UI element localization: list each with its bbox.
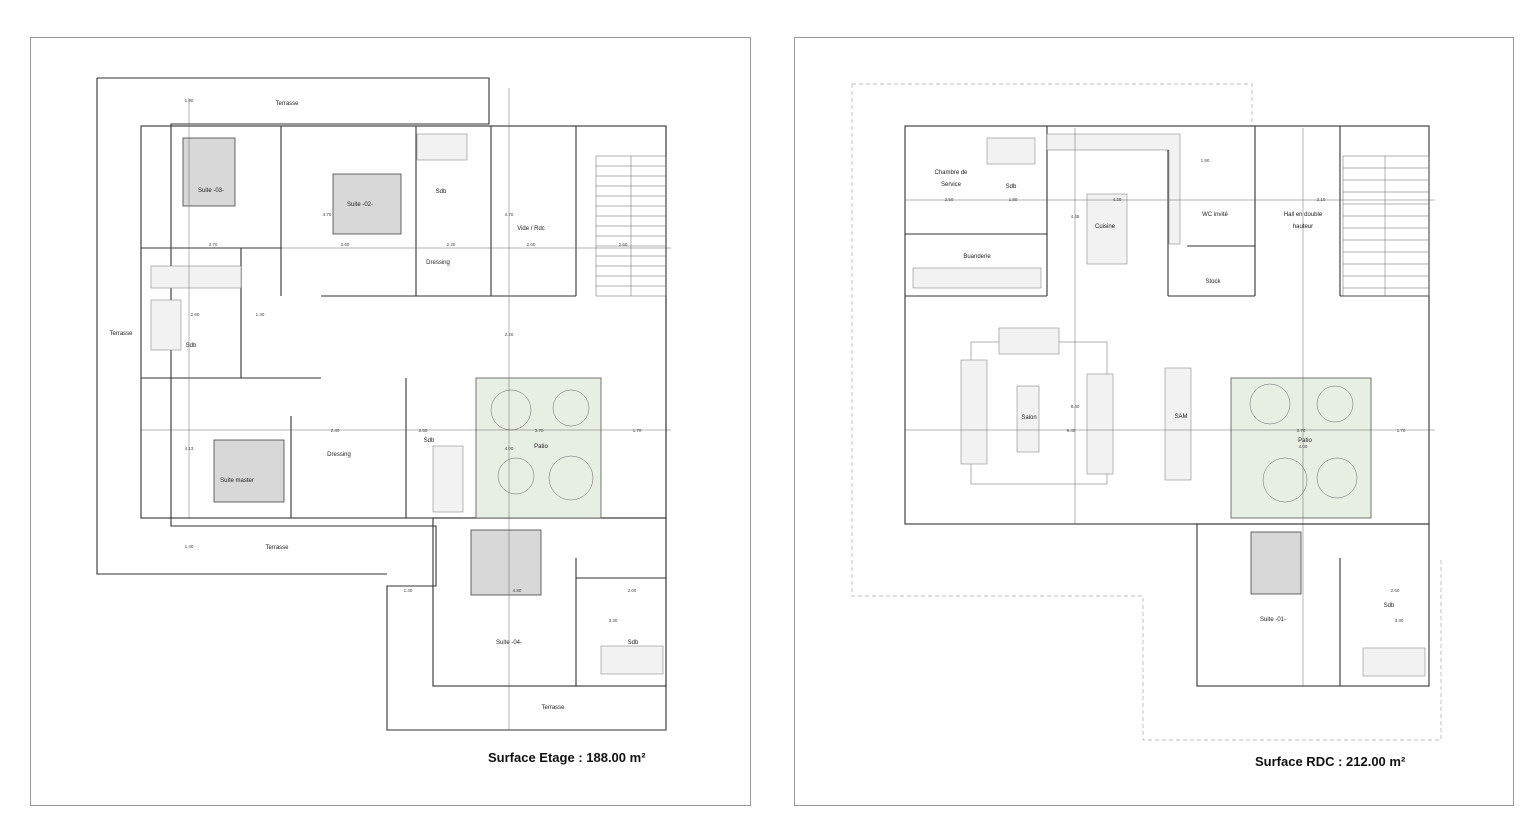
dim-label: 2.60: [191, 312, 200, 317]
dim-label: 1.90: [185, 98, 194, 103]
dining-table: [1164, 367, 1192, 481]
label-sdb-mid: Sdb: [424, 438, 435, 444]
dim-label: 1.40: [185, 544, 194, 549]
label-terrasse-bottom: Terrasse: [541, 705, 565, 711]
dim-label: 4.80: [513, 588, 522, 593]
dim-label: 1.80: [1009, 197, 1018, 202]
label-terrasse-top: Terrasse: [275, 101, 299, 107]
wing-walls-rdc: [1196, 523, 1430, 687]
label-hall-2: hauteur: [1293, 224, 1313, 230]
dim-label: 4.70: [505, 212, 514, 217]
bed-suite01: [1250, 531, 1302, 595]
label-sam: SAM: [1174, 414, 1187, 420]
surface-etage-label: Surface Etage : 188.00 m²: [488, 750, 646, 765]
kitchen-island: [1086, 193, 1128, 265]
staircase-etage: [595, 155, 667, 297]
label-cuisine: Cuisine: [1095, 224, 1116, 230]
bed-suite02: [332, 173, 402, 235]
dim-label: 4.20: [1113, 197, 1122, 202]
label-chambre-service-1: Chambre de: [934, 170, 968, 176]
building-walls-rdc: [904, 125, 1430, 525]
dim-label: 2.20: [447, 242, 456, 247]
label-salon: Salon: [1021, 415, 1036, 421]
label-hall-1: Hall en double: [1284, 212, 1323, 218]
dim-label: 2.40: [331, 428, 340, 433]
bed-suite04: [470, 529, 542, 596]
sofa-top: [998, 327, 1060, 355]
dim-label: 3.30: [609, 618, 618, 623]
label-buanderie: Buanderie: [963, 254, 991, 260]
label-wc: WC invité: [1202, 212, 1228, 218]
coffee-table: [1016, 385, 1040, 453]
surface-rdc-label: Surface RDC : 212.00 m²: [1255, 754, 1406, 769]
dim-label: 3.30: [1395, 618, 1404, 623]
dim-label: 2.60: [1391, 588, 1400, 593]
label-suite02: Suite -02-: [347, 202, 373, 208]
dim-label: 4.00: [1299, 444, 1308, 449]
dim-label: 1.40: [404, 588, 413, 593]
label-dressing-mid: Dressing: [327, 452, 351, 458]
dim-label: 4.70: [323, 212, 332, 217]
label-stock: Stock: [1205, 279, 1221, 285]
label-sdb-left: Sdb: [186, 343, 197, 349]
label-sdb-bottom: Sdb: [628, 640, 639, 646]
dim-label: 3.60: [341, 242, 350, 247]
label-chambre-service-2: Service: [941, 182, 962, 188]
label-suite01: Suite -01-: [1260, 617, 1286, 623]
dim-label: 4.13: [185, 446, 194, 451]
dim-label: 2.00: [628, 588, 637, 593]
dim-label: 1.90: [1201, 158, 1210, 163]
label-sdb-suite: Sdb: [1384, 603, 1395, 609]
label-suite-master: Suite master: [220, 478, 254, 484]
label-suite03: Suite -03-: [198, 188, 224, 194]
plan-rdc-sheet: Chambre de Service Sdb Buanderie Cuisine…: [794, 37, 1514, 806]
kitchen-counter: [1046, 133, 1181, 245]
label-dressing-top: Dressing: [426, 260, 450, 266]
label-vide-rdc: Vide / Rdc: [517, 226, 545, 232]
patio-rdc: [1230, 377, 1372, 519]
dim-label: 3.70: [1297, 428, 1306, 433]
dim-label: 1.70: [1397, 428, 1406, 433]
plan-etage-sheet: Terrasse Suite -03- Suite -02- Sdb Vide …: [30, 37, 751, 806]
dim-label: 2.20: [505, 332, 514, 337]
patio-etage: [475, 377, 602, 519]
bed-suite03: [182, 137, 236, 207]
terrace-edge: [96, 78, 387, 575]
dim-label: 9.40: [1067, 428, 1076, 433]
sofa-left: [960, 359, 988, 465]
dim-label: 2.50: [419, 428, 428, 433]
dim-label: 4.00: [505, 446, 514, 451]
building-walls: [140, 125, 667, 519]
dim-label: 4.45: [1071, 214, 1080, 219]
label-sdb-top: Sdb: [436, 189, 447, 195]
terrace-dashed-outline: [852, 83, 1253, 126]
label-terrasse-mid: Terrasse: [265, 545, 289, 551]
label-patio-etage: Patio: [534, 444, 548, 450]
dim-label: 3.70: [535, 428, 544, 433]
dim-label: 1.30: [256, 312, 265, 317]
label-patio-rdc: Patio: [1298, 438, 1312, 444]
dim-label: 1.70: [633, 428, 642, 433]
dim-label: 8.40: [1071, 404, 1080, 409]
bed-suite-master: [213, 439, 285, 503]
terrace-outline: [97, 77, 667, 731]
label-suite04: Suite -04-: [496, 640, 522, 646]
plan-etage-drawing: Terrasse Suite -03- Suite -02- Sdb Vide …: [96, 77, 671, 731]
dim-label: 2.60: [619, 242, 628, 247]
label-sdb-service: Sdb: [1006, 184, 1017, 190]
dim-label: 2.50: [945, 197, 954, 202]
dim-label: 2.10: [1317, 197, 1326, 202]
label-terrasse-left: Terrasse: [109, 331, 133, 337]
plan-rdc-drawing: Chambre de Service Sdb Buanderie Cuisine…: [851, 83, 1442, 741]
dim-label: 2.60: [527, 242, 536, 247]
staircase-rdc: [1342, 155, 1430, 297]
dim-label: 3.70: [209, 242, 218, 247]
sofa-right: [1086, 373, 1114, 475]
